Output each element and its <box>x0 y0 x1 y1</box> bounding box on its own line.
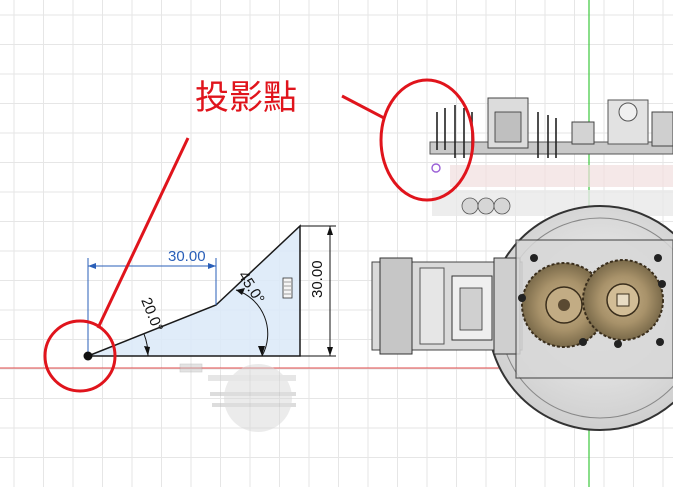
annotation-arrow-origin <box>96 137 190 329</box>
annotation-group: 投影點 <box>43 78 475 393</box>
circuit-board-assembly[interactable] <box>429 97 673 216</box>
dimension-horizontal-value[interactable]: 30.00 <box>168 248 206 265</box>
annotation-label: 投影點 <box>195 78 297 118</box>
sketch-point-icon[interactable] <box>431 163 441 173</box>
annotation-circle-board <box>379 78 475 202</box>
projected-point[interactable] <box>83 351 93 361</box>
dimension-vertical-value[interactable]: 30.00 <box>309 260 326 298</box>
slot-feature[interactable] <box>282 277 293 299</box>
dimension-horizontal[interactable]: 30.00 <box>87 248 217 356</box>
dimension-vertical[interactable]: 30.00 <box>300 225 336 357</box>
annotation-circle-origin <box>43 319 117 393</box>
annotation-arrow-board <box>341 94 385 120</box>
gear-motor-assembly[interactable] <box>371 205 673 431</box>
ghost-geometry <box>179 363 296 432</box>
